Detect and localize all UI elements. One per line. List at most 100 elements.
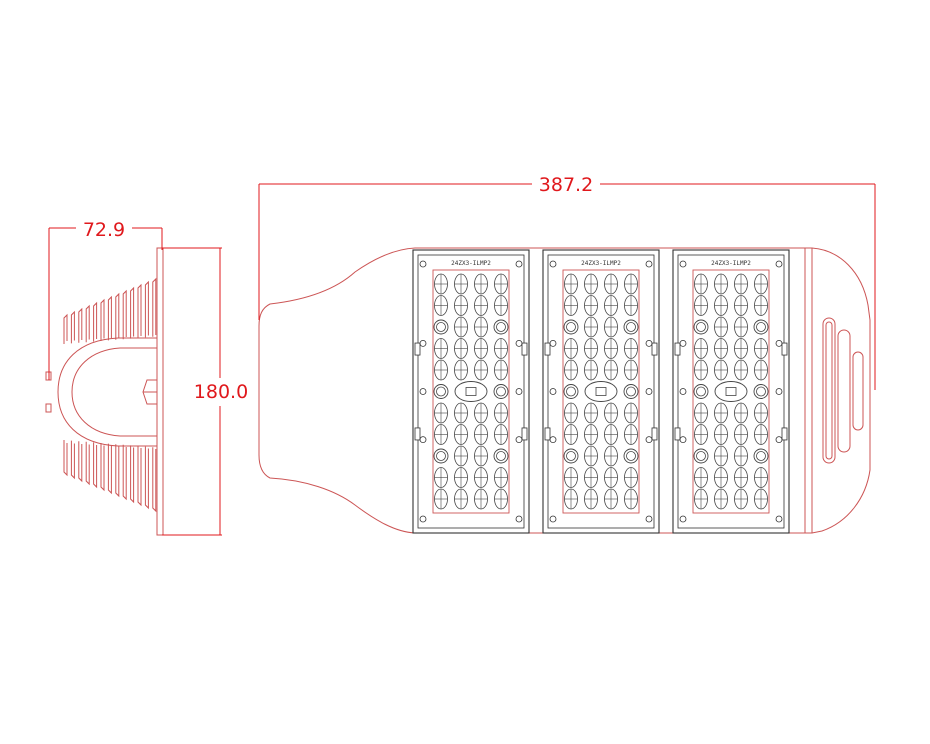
module-frame (547, 254, 655, 529)
fin-bottom (70, 440, 75, 480)
lens-ring-inner (626, 386, 636, 397)
module-board (542, 249, 660, 534)
module-notch (674, 427, 681, 441)
housing-outline (258, 247, 871, 534)
screw-hole (515, 388, 523, 395)
mounting-plate (156, 247, 164, 536)
screw-hole (775, 515, 783, 523)
fin-top (100, 298, 105, 341)
lens-ring (563, 448, 579, 464)
screw-hole (419, 260, 427, 268)
center-connector (725, 387, 737, 396)
center-oval (454, 381, 488, 402)
lens-ring (433, 448, 449, 464)
module-label: 24ZX3-ILMP2 (711, 260, 751, 267)
center-connector (465, 387, 477, 396)
screw-hole (679, 436, 687, 444)
screw-hole (419, 339, 427, 347)
lens-ring (623, 319, 639, 335)
lens-ring-inner (436, 322, 446, 332)
lens-ring-inner (436, 451, 446, 461)
fin-top (152, 277, 157, 337)
screw-hole (679, 515, 687, 523)
screw-hole (679, 388, 687, 395)
lens-ring (433, 384, 449, 399)
width-label-bg (76, 216, 132, 240)
module-label: 24ZX3-ILMP2 (581, 260, 621, 267)
lens-ring (433, 319, 449, 335)
lens-ring (693, 319, 709, 335)
fin-top (63, 313, 68, 344)
fin-top (115, 292, 120, 340)
module-notch (544, 427, 551, 441)
lens-ring-inner (756, 386, 766, 397)
fin-bottom (107, 443, 112, 495)
module-notch (414, 342, 421, 356)
lens-ring-inner (496, 386, 506, 397)
lens-ring-inner (756, 451, 766, 461)
lens-ring (753, 448, 769, 464)
fin-bottom (93, 442, 98, 489)
lens-ring (623, 448, 639, 464)
screw-hole (515, 339, 523, 347)
module-notch (521, 427, 528, 441)
lens-ring (693, 384, 709, 399)
fin-bottom (122, 444, 127, 501)
length-label-bg (532, 170, 600, 196)
center-oval (714, 381, 748, 402)
lens-ring (753, 319, 769, 335)
module-notch (544, 342, 551, 356)
fin-top (122, 289, 127, 340)
fin-bottom (130, 445, 135, 504)
side-view-heatsink-profile (45, 247, 164, 536)
lens-ring-inner (436, 386, 446, 397)
lens-ring-inner (696, 322, 706, 332)
module-board (672, 249, 790, 534)
side-tab (45, 403, 52, 413)
lens-ring (623, 384, 639, 399)
module-label: 24ZX3-ILMP2 (451, 260, 491, 267)
fin-bottom (152, 447, 157, 513)
module-notch (414, 427, 421, 441)
screw-hole (549, 436, 557, 444)
height-dimension-label: 180.0 (194, 381, 248, 403)
channel-inner (71, 347, 157, 437)
screw-hole (549, 388, 557, 395)
screw-hole (549, 260, 557, 268)
lens-ring-inner (696, 386, 706, 397)
module-notch (651, 342, 658, 356)
fin-top (70, 310, 75, 344)
lens-ring-inner (696, 451, 706, 461)
lens-ring (693, 448, 709, 464)
screw-hole (419, 515, 427, 523)
lens-ring-inner (496, 322, 506, 332)
lens-ring-inner (566, 451, 576, 461)
lens-ring-inner (756, 322, 766, 332)
screw-hole (645, 339, 653, 347)
fin-top (78, 307, 83, 343)
led-module: 24ZX3-ILMP2 (412, 249, 530, 534)
lens-ring-inner (566, 322, 576, 332)
screw-hole (515, 515, 523, 523)
screw-hole (679, 339, 687, 347)
led-modules: 24ZX3-ILMP2 24ZX3-ILMP2 24ZX3-ILMP2 (412, 249, 790, 534)
screw-hole (549, 339, 557, 347)
screw-hole (645, 260, 653, 268)
screw-hole (775, 260, 783, 268)
fin-bottom (144, 446, 149, 510)
screw-hole (645, 436, 653, 444)
fin-bottom (115, 444, 120, 498)
screw-hole (775, 339, 783, 347)
lens-ring-inner (626, 451, 636, 461)
lens-ring (493, 384, 509, 399)
led-module: 24ZX3-ILMP2 (672, 249, 790, 534)
led-module: 24ZX3-ILMP2 (542, 249, 660, 534)
lens-boundary (562, 269, 640, 514)
module-notch (781, 342, 788, 356)
channel-outer (57, 337, 157, 447)
fin-top (85, 304, 90, 343)
module-frame (417, 254, 525, 529)
lens-boundary (432, 269, 510, 514)
screw-hole (515, 260, 523, 268)
screw-hole (775, 388, 783, 395)
